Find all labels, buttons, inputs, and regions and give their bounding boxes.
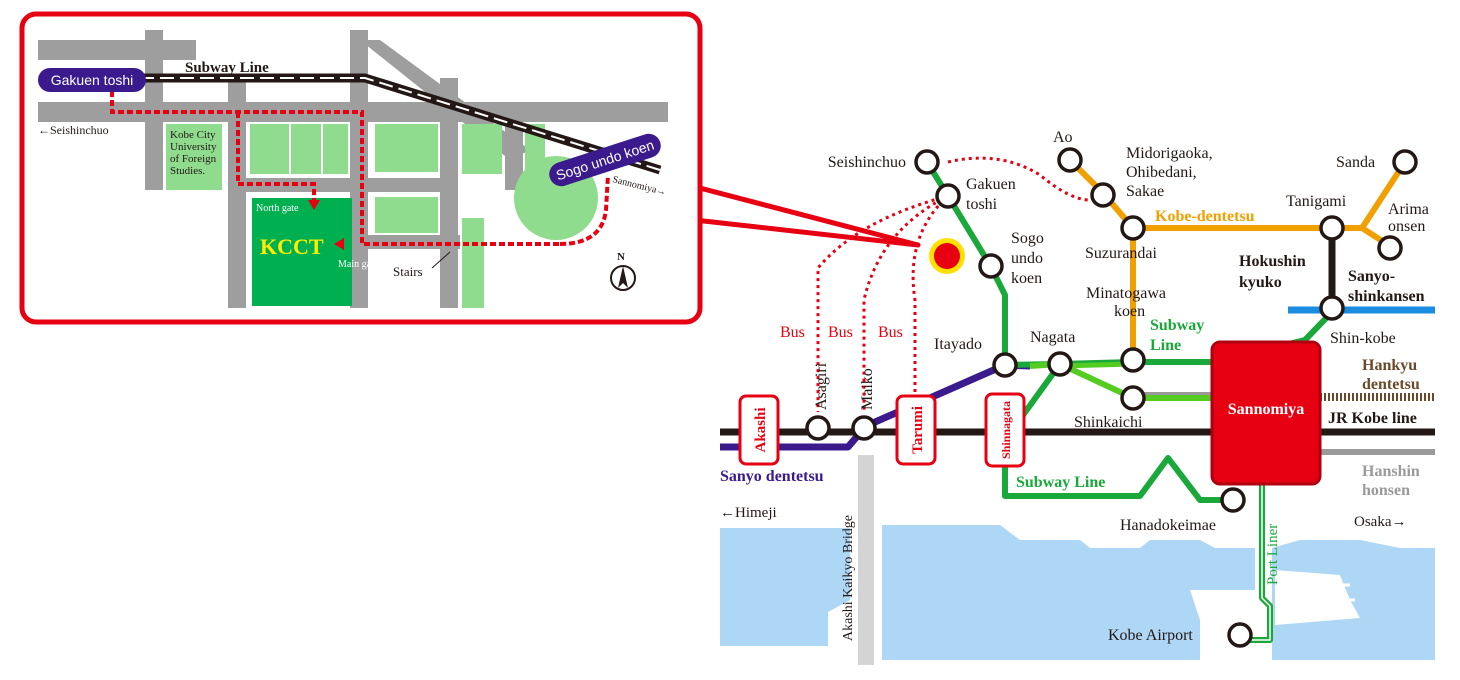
- station-midorigaoka-2: Ohibedani,: [1126, 164, 1197, 181]
- station-asagiri: Asagiri: [813, 362, 830, 410]
- station-gakuen-toshi-1: Gakuen: [966, 176, 1016, 193]
- label-sanyo-dentetsu: Sanyo dentetsu: [720, 468, 824, 485]
- station-seishinchuo: Seishinchuo: [828, 154, 906, 171]
- direction-osaka: Osaka→: [1354, 514, 1407, 530]
- sogo-undo-koen-station-badge: [549, 133, 661, 187]
- svg-text:University: University: [170, 141, 217, 153]
- akashi-hub: Akashi: [738, 394, 780, 466]
- label-port-liner: Port Liner: [1265, 524, 1281, 585]
- akashi-kaikyo-bridge: [858, 455, 874, 665]
- label-shinkansen-1: Sanyo-: [1348, 268, 1395, 285]
- station-suzurandai: Suzurandai: [1085, 245, 1158, 262]
- svg-text:Tarumi: Tarumi: [910, 406, 926, 454]
- station-midorigaoka-1: Midorigaoka,: [1126, 145, 1213, 162]
- north-gate-arrow: [308, 200, 320, 210]
- label-subway-upper-1: Subway: [1150, 317, 1204, 334]
- main-gate-label: Main gate: [338, 259, 379, 270]
- inset-subway-label: Subway Line: [185, 60, 269, 76]
- shinnagata-hub: Shinnagata: [984, 392, 1026, 468]
- label-jr-kobe: JR Kobe line: [1328, 410, 1417, 427]
- inset-walking-route: [110, 82, 610, 246]
- gakuen-toshi-station-label: Gakuen toshi: [51, 72, 134, 88]
- station-sanda: Sanda: [1336, 154, 1375, 171]
- svg-text:Kobe City: Kobe City: [170, 129, 216, 141]
- station-minatogawa-2: koen: [1114, 303, 1145, 320]
- kcct-label: KCCT: [260, 234, 324, 259]
- label-subway-upper-2: Line: [1150, 337, 1181, 354]
- station-shinkaichi: Shinkaichi: [1074, 414, 1143, 431]
- inset-subway-line: [100, 73, 662, 175]
- label-hanshin-1: Hanshin: [1362, 463, 1420, 480]
- svg-text:Studies.: Studies.: [170, 165, 205, 177]
- sannomiya-hub: Sannomiya: [1210, 340, 1322, 486]
- bus-label-3: Bus: [878, 324, 903, 341]
- station-maiko: Maiko: [859, 368, 876, 410]
- station-arima-2: onsen: [1388, 218, 1425, 235]
- kaigan-line: [1029, 361, 1215, 401]
- label-hankyu-1: Hankyu: [1362, 357, 1417, 374]
- station-sogo-2: undo: [1011, 250, 1043, 267]
- university-label: Kobe City University of Foreign Studies.: [170, 129, 217, 177]
- svg-text:Shinnagata: Shinnagata: [999, 401, 1013, 459]
- bus-label-1: Bus: [780, 324, 805, 341]
- station-markers: [805, 147, 1418, 648]
- svg-text:Akashi: Akashi: [753, 407, 769, 452]
- station-hanadokeimae: Hanadokeimae: [1120, 517, 1216, 534]
- north-gate-label: North gate: [256, 203, 299, 214]
- sea-area: [720, 525, 1435, 660]
- bus-label-2: Bus: [828, 324, 853, 341]
- station-midorigaoka-3: Sakae: [1126, 183, 1164, 200]
- station-sogo-1: Sogo: [1011, 230, 1044, 247]
- station-nagata: Nagata: [1030, 329, 1075, 346]
- gakuen-toshi-station-badge: [38, 68, 146, 92]
- label-shinkansen-2: shinkansen: [1348, 288, 1425, 305]
- compass-icon: N: [610, 251, 636, 291]
- station-ao: Ao: [1053, 129, 1073, 146]
- tarumi-hub: Tarumi: [895, 394, 937, 466]
- label-hanshin-2: honsen: [1362, 482, 1410, 499]
- seishinchuo-direction: ←Seishinchuo: [38, 123, 109, 137]
- svg-text:N: N: [617, 251, 625, 263]
- label-hokushin-1: Hokushin: [1239, 253, 1306, 270]
- station-kobe-airport: Kobe Airport: [1108, 627, 1193, 644]
- station-shin-kobe: Shin-kobe: [1330, 330, 1396, 347]
- station-gakuen-toshi-2: toshi: [966, 196, 998, 213]
- station-minatogawa-1: Minatogawa: [1086, 285, 1166, 302]
- university-block: [166, 124, 222, 190]
- stairs-label: Stairs: [393, 264, 423, 279]
- station-sogo-3: koen: [1011, 270, 1042, 287]
- label-kobe-dentetsu: Kobe-dentetsu: [1155, 208, 1255, 225]
- station-arima-1: Arima: [1388, 201, 1429, 218]
- station-tanigami: Tanigami: [1286, 193, 1347, 210]
- svg-text:Sannomiya: Sannomiya: [1228, 401, 1304, 418]
- main-gate-arrow: [334, 238, 344, 250]
- label-hankyu-2: dentetsu: [1362, 376, 1420, 393]
- bus-routes: [816, 156, 1091, 412]
- direction-himeji: ←Himeji: [720, 505, 777, 521]
- label-subway-lower: Subway Line: [1016, 474, 1105, 491]
- bridge-label: Akashi Kaikyo Bridge: [841, 515, 856, 641]
- svg-text:of Foreign: of Foreign: [170, 153, 217, 165]
- label-hokushin-2: kyuko: [1239, 274, 1282, 291]
- station-itayado: Itayado: [934, 336, 982, 353]
- kcct-campus: [252, 198, 352, 306]
